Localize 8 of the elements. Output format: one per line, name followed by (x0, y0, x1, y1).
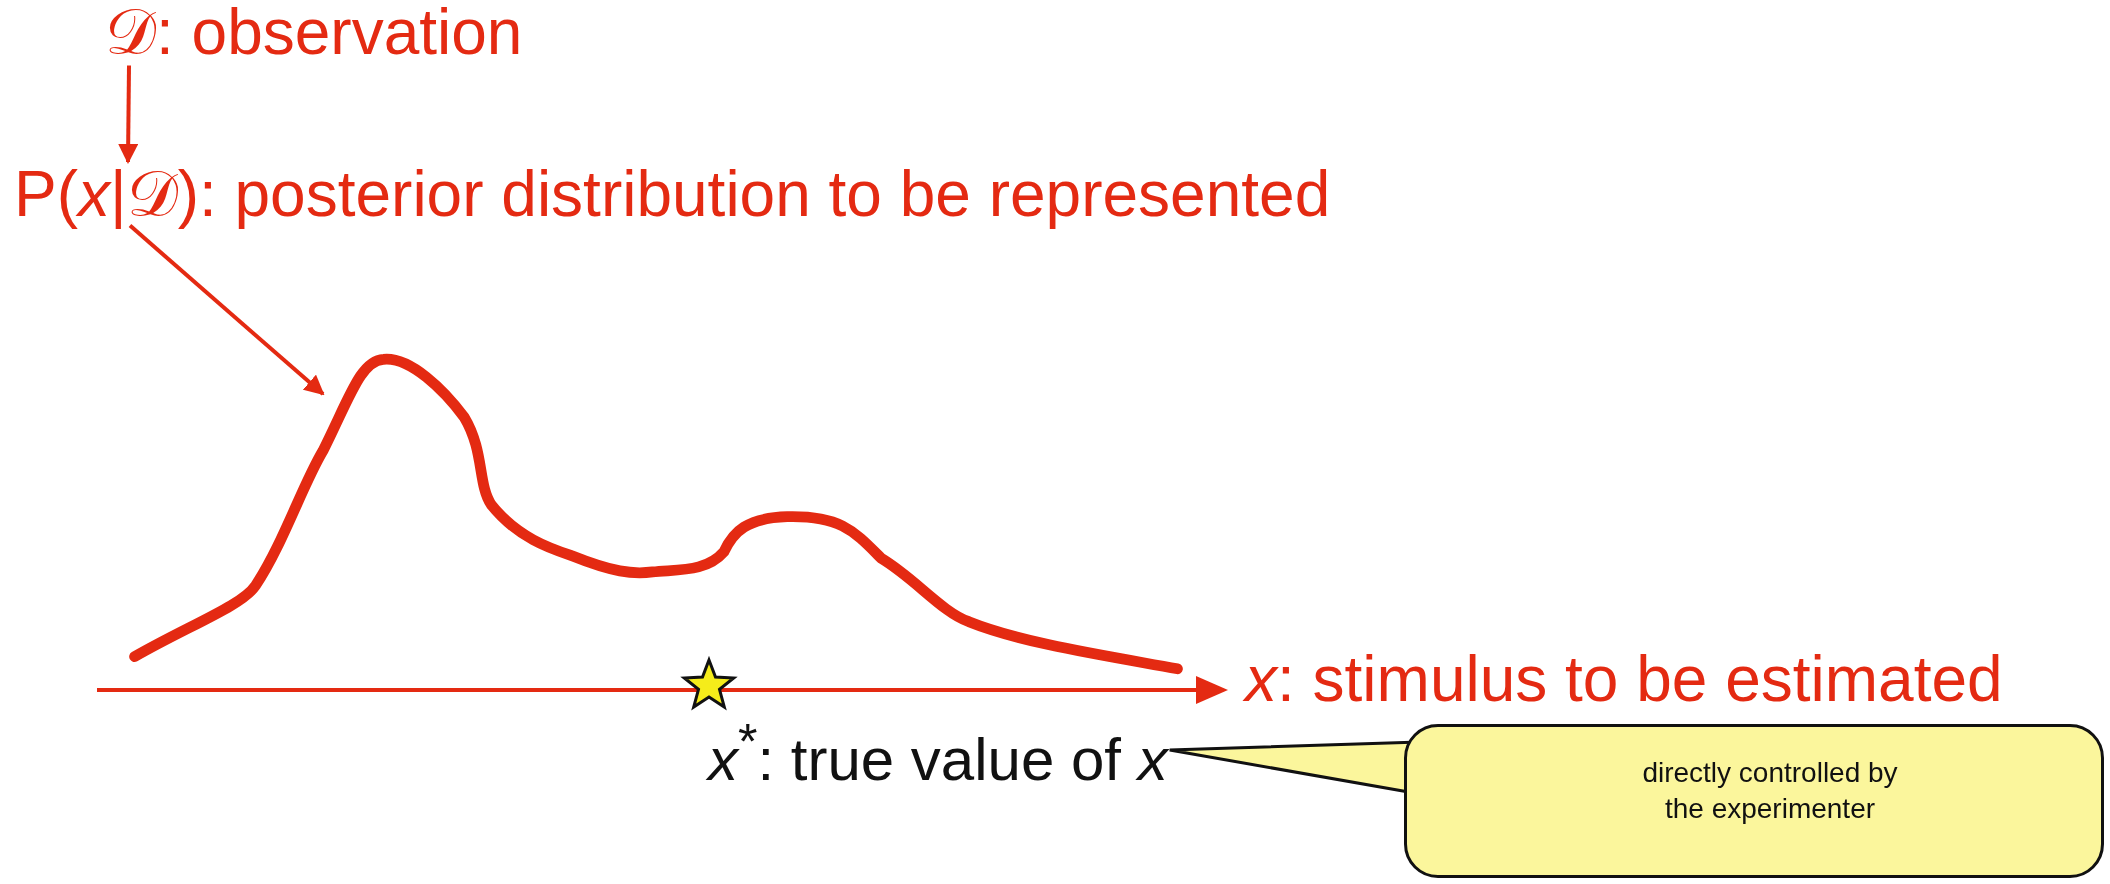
posterior-label: P(x|𝒟): posterior distribution to be represented (14, 158, 1331, 232)
callout-text: directly controlled by the experimenter (1641, 756, 1899, 827)
observation-label: 𝒟: observation (105, 0, 523, 70)
distribution-curve (129, 353, 1183, 675)
true-value-label: x$^{*}$: true value of x (708, 714, 1168, 794)
arrow (128, 224, 325, 396)
arrow (118, 65, 139, 164)
speech-bubble (1404, 724, 2104, 878)
